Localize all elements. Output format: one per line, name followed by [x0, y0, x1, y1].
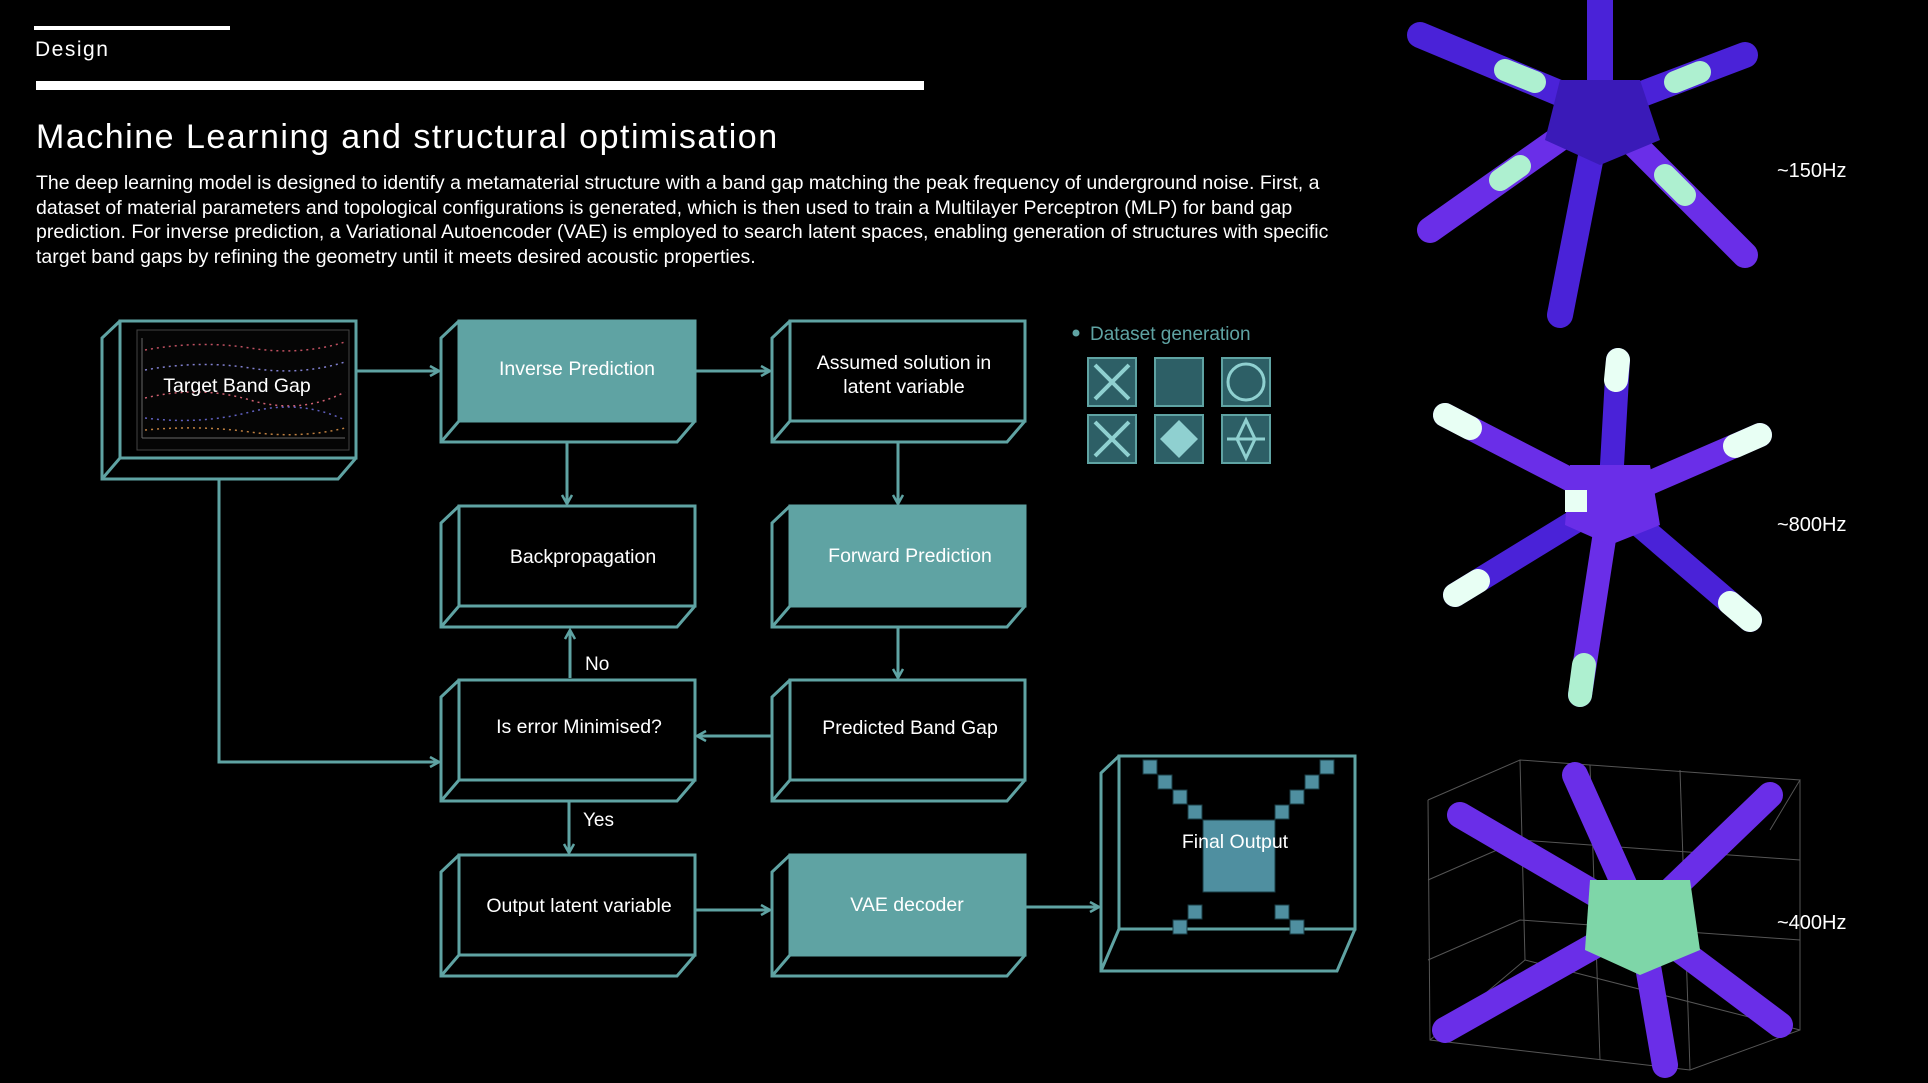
assumed-solution-label-line2: latent variable [843, 376, 964, 398]
no-label: No [585, 654, 609, 675]
vae-decoder-box [770, 853, 1027, 978]
error-minimised-label: Is error Minimised? [496, 716, 662, 738]
arrow-target-to-error [217, 479, 439, 762]
intro-paragraph: The deep learning model is designed to i… [36, 172, 1329, 268]
dataset-generation-label: Dataset generation [1090, 324, 1251, 345]
frequency-label-150hz: ~150Hz [1777, 160, 1847, 182]
header-short-rule [34, 26, 230, 30]
final-output-pattern [1142, 759, 1335, 935]
structure-render-150hz [1407, 0, 1758, 328]
yes-label: Yes [583, 810, 614, 831]
inverse-prediction-label: Inverse Prediction [499, 358, 655, 380]
final-output-label: Final Output [1182, 831, 1289, 853]
backpropagation-label: Backpropagation [510, 546, 656, 568]
output-latent-label: Output latent variable [486, 895, 671, 917]
predicted-band-gap-box [770, 678, 1027, 803]
assumed-solution-box [770, 319, 1027, 444]
page-title: Machine Learning and structural optimisa… [36, 118, 779, 156]
predicted-band-gap-label: Predicted Band Gap [822, 717, 998, 739]
forward-prediction-label: Forward Prediction [828, 545, 992, 567]
band-gap-mini-plot [141, 338, 346, 439]
legend-bullet-icon [1072, 329, 1080, 337]
target-band-gap-box [100, 319, 358, 481]
section-label: Design [35, 38, 110, 61]
inverse-prediction-box [439, 319, 697, 444]
assumed-solution-label-line1: Assumed solution in [817, 352, 992, 374]
structure-render-800hz [1433, 348, 1772, 707]
header-long-rule [36, 81, 924, 90]
dataset-thumbnails [1087, 357, 1271, 464]
frequency-label-800hz: ~800Hz [1777, 514, 1847, 536]
output-latent-box [439, 853, 697, 978]
vae-decoder-label: VAE decoder [850, 894, 964, 916]
forward-prediction-box [770, 504, 1027, 629]
target-band-gap-label: Target Band Gap [163, 375, 311, 397]
backpropagation-box [439, 504, 697, 629]
frequency-label-400hz: ~400Hz [1777, 912, 1847, 934]
error-minimised-box [439, 678, 697, 803]
structure-render-400hz [1427, 759, 1801, 1078]
